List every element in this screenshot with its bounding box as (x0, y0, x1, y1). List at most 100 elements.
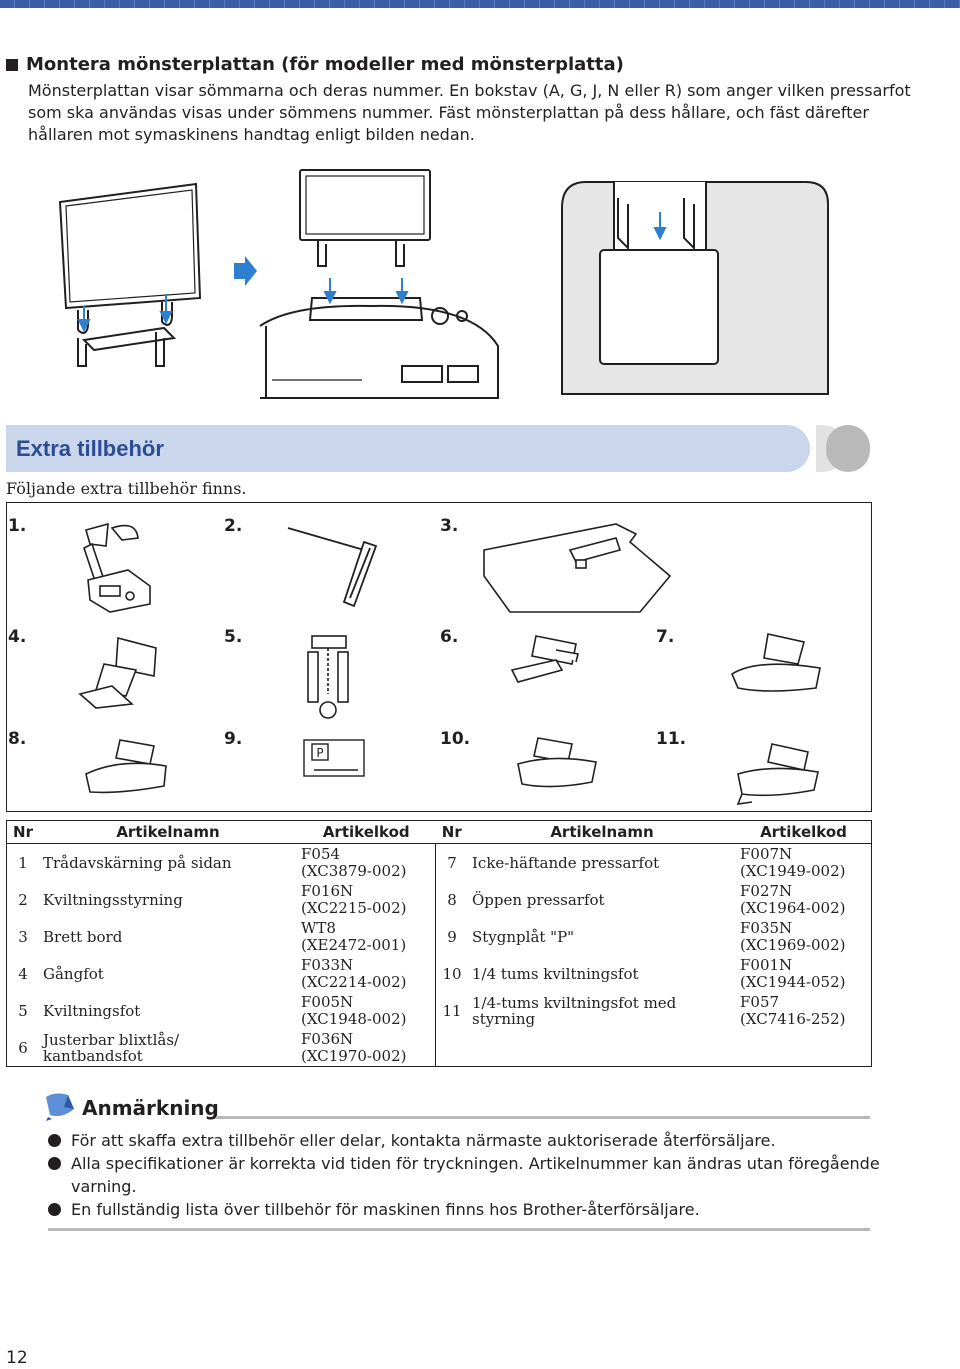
article-name: Kviltningsstyrning (43, 890, 183, 909)
accessory-number: 2. (224, 516, 243, 536)
article-code-short: F057 (740, 992, 780, 1011)
row-number: 11 (435, 992, 468, 1029)
row-number: 3 (18, 927, 28, 946)
article-code: F005N(XC1948-002) (297, 992, 436, 1029)
article-code-short: F027N (740, 881, 793, 900)
article-name-line: 1/4-tums kviltningsfot med (472, 993, 677, 1012)
article-code: F057(XC7416-252) (736, 992, 872, 1029)
article-name-line: kantbandsfot (43, 1046, 143, 1065)
article-name: Gångfot (43, 964, 104, 983)
note-rule (216, 1116, 870, 1119)
article-code-long: (XC1964-002) (740, 898, 846, 917)
article-code-long: (XC1949-002) (740, 861, 846, 880)
note-text: En fullständig lista över tillbehör för … (71, 1200, 700, 1219)
column-header: Nr (435, 820, 468, 844)
article-code: F033N(XC2214-002) (297, 955, 436, 992)
square-bullet-icon (6, 58, 18, 71)
accessories-table: Nr Artikelnamn Artikelkod Nr Artikelnamn… (6, 820, 872, 1067)
table-row: 3 Brett bord WT8(XE2472-001) 9 Stygnplåt… (7, 918, 872, 955)
article-code-long: (XC1948-002) (301, 1009, 407, 1028)
row-number: 4 (18, 964, 28, 983)
row-number: 7 (435, 843, 468, 881)
open-toe-foot-illustration (85, 739, 167, 794)
article-code-short: F001N (740, 955, 793, 974)
note-list: För att skaffa extra tillbehör eller del… (48, 1129, 888, 1221)
quarter-inch-guide-foot-illustration (736, 743, 819, 805)
row-number: 8 (435, 881, 468, 918)
article-code: F036N(XC1970-002) (297, 1029, 436, 1067)
intro-line: som ska användas visas under sömmens num… (28, 103, 869, 122)
row-number: 6 (18, 1038, 28, 1057)
article-name: Öppen pressarfot (472, 890, 605, 909)
section-title: Montera mönsterplattan (för modeller med… (26, 54, 624, 75)
quarter-inch-foot-illustration (517, 737, 597, 788)
article-code: F054(XC3879-002) (297, 844, 436, 882)
extra-accessories-subtitle: Följande extra tillbehör finns. (6, 479, 247, 498)
table-row: 5 Kviltningsfot F005N(XC1948-002) 11 1/4… (7, 992, 872, 1029)
right-arrow-icon (234, 256, 257, 286)
accessory-number: 8. (8, 729, 27, 749)
side-cutter-illustration (83, 522, 151, 613)
bullet-icon (48, 1203, 61, 1216)
quilting-foot-illustration (307, 635, 349, 719)
extra-accessories-heading: Extra tillbehör (16, 436, 164, 461)
article-code-short: F035N (740, 918, 793, 937)
article-code: F001N(XC1944-052) (736, 955, 872, 992)
accessory-number: 4. (8, 627, 27, 647)
machine-with-holder-figure (259, 169, 499, 399)
article-code-long: (XC1970-002) (301, 1046, 407, 1065)
heading-band (6, 425, 810, 472)
pattern-plate-holder-figure (58, 182, 202, 367)
column-header: Artikelnamn (39, 820, 297, 844)
article-code-long: (XC1944-052) (740, 972, 846, 991)
quilting-guide-illustration (287, 527, 378, 608)
article-name-line: Justerbar blixtlås/ (43, 1030, 180, 1049)
article-name: 1/4 tums kviltningsfot (472, 964, 639, 983)
walking-foot-illustration (78, 636, 157, 709)
note-bottom-rule (48, 1228, 870, 1231)
article-code-long: (XE2472-001) (301, 935, 407, 954)
article-name: Trådavskärning på sidan (43, 853, 232, 872)
article-code-long: (XC2214-002) (301, 972, 407, 991)
accessory-number: 11. (656, 729, 687, 749)
note-item: Alla specifikationer är korrekta vid tid… (48, 1152, 888, 1198)
accessory-number: 3. (440, 516, 459, 536)
note-title: Anmärkning (82, 1096, 219, 1120)
article-code: F016N(XC2215-002) (297, 881, 436, 918)
table-header-row: Nr Artikelnamn Artikelkod Nr Artikelnamn… (6, 820, 872, 844)
bullet-icon (48, 1134, 61, 1147)
page-number: 12 (6, 1348, 28, 1368)
article-name: Kviltningsfot (43, 1001, 141, 1020)
row-number (435, 1029, 468, 1067)
article-name: Stygnplåt "P" (472, 927, 575, 946)
wide-table-illustration (483, 523, 672, 613)
note-text: Alla specifikationer är korrekta vid tid… (71, 1154, 880, 1196)
column-header: Nr (6, 820, 39, 844)
intro-line: hållaren mot symaskinens handtag enligt … (28, 125, 475, 144)
article-code-long: (XC3879-002) (301, 861, 407, 880)
heading-band-cap (826, 425, 870, 472)
article-code-short: F036N (301, 1029, 354, 1048)
column-header: Artikelnamn (468, 820, 736, 844)
table-row: 2 Kviltningsstyrning F016N(XC2215-002) 8… (7, 881, 872, 918)
article-name: Brett bord (43, 927, 123, 946)
column-header: Artikelkod (736, 820, 872, 844)
note-item: För att skaffa extra tillbehör eller del… (48, 1129, 888, 1152)
article-code-long: (XC2215-002) (301, 898, 407, 917)
article-code-short: F005N (301, 992, 354, 1011)
table-row: 1 Trådavskärning på sidan F054(XC3879-00… (7, 843, 872, 882)
top-decorative-bar (0, 0, 960, 8)
article-code-short: WT8 (301, 918, 336, 937)
zipper-foot-illustration (510, 635, 579, 683)
intro-line: Mönsterplattan visar sömmarna och deras … (28, 81, 911, 100)
accessory-number: 10. (440, 729, 471, 749)
article-code: F027N(XC1964-002) (736, 881, 872, 918)
row-number: 2 (18, 890, 28, 909)
article-name: Justerbar blixtlås/kantbandsfot (39, 1029, 297, 1067)
article-code (736, 1029, 872, 1067)
article-code-short: F033N (301, 955, 354, 974)
accessory-number: 5. (224, 627, 243, 647)
section-heading: Montera mönsterplattan (för modeller med… (6, 54, 624, 75)
bullet-icon (48, 1157, 61, 1170)
